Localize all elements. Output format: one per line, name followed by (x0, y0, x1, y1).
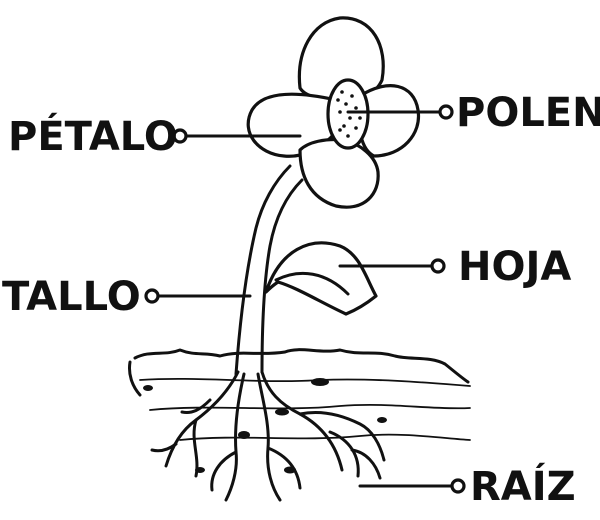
marker-hoja (430, 258, 446, 274)
label-raiz: RAÍZ (470, 462, 576, 510)
label-tallo: TALLO (2, 274, 141, 320)
marker-raiz (450, 478, 466, 494)
label-polen: POLEN (456, 90, 600, 136)
marker-petalo (172, 128, 188, 144)
marker-polen (438, 104, 454, 120)
leaf (264, 241, 378, 316)
label-petalo: PÉTALO (8, 112, 178, 160)
label-hoja: HOJA (458, 244, 571, 290)
roots (150, 370, 386, 502)
stem (234, 164, 304, 376)
leader-lines (144, 104, 466, 494)
marker-tallo (144, 288, 160, 304)
flower (246, 16, 421, 209)
